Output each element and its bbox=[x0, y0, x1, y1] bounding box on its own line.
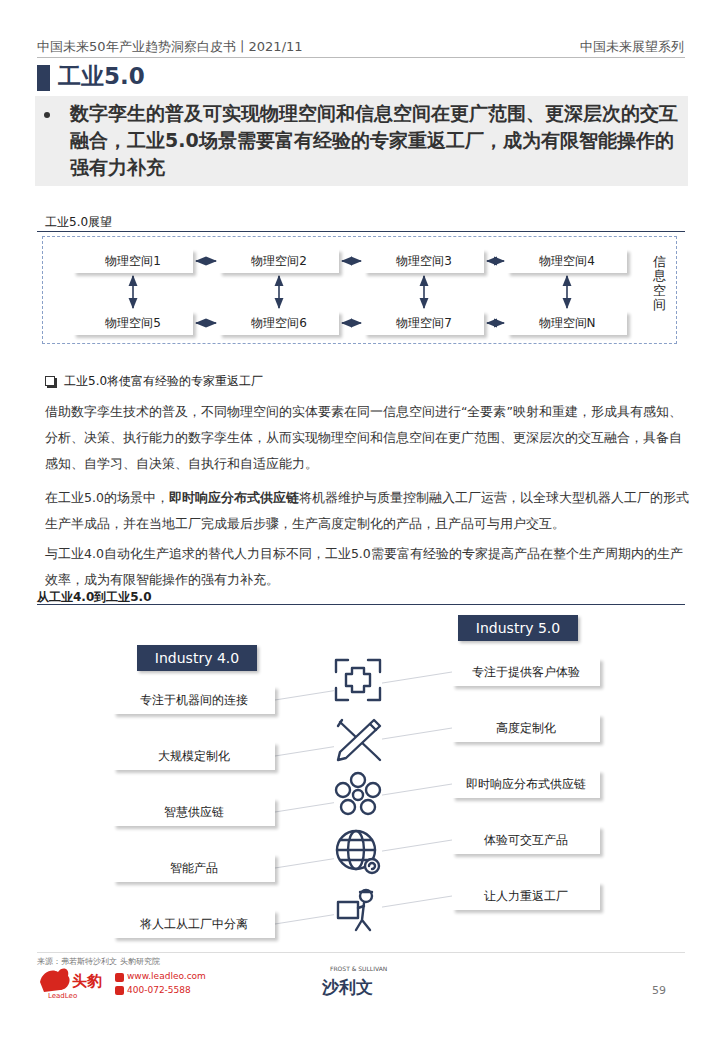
header-rule bbox=[37, 57, 685, 58]
box-text: 高度定制化 bbox=[496, 720, 556, 737]
box-text: 智能产品 bbox=[170, 860, 218, 877]
bullet-dot bbox=[42, 110, 52, 120]
logo-text: 头豹 bbox=[72, 972, 102, 991]
page-number: 59 bbox=[652, 984, 666, 997]
summary-text: 数字孪生的普及可实现物理空间和信息空间在更广范围、更深层次的交互融合，工业5.0… bbox=[70, 100, 678, 181]
box-text: 让人力重返工厂 bbox=[484, 888, 568, 905]
web-address: www.leadleo.com bbox=[127, 971, 206, 981]
brand-text: 沙利文 bbox=[322, 976, 373, 999]
header-box: Industry 5.0 bbox=[458, 615, 578, 641]
feature-box: 将人工从工厂中分离 bbox=[113, 910, 275, 938]
box-text: 专注于机器间的连接 bbox=[140, 692, 248, 709]
paragraph: 在工业5.0的场景中，即时响应分布式供应链将机器维护与质量控制融入工厂运营，以全… bbox=[45, 485, 690, 537]
footer-rule bbox=[37, 952, 685, 953]
double-arrow bbox=[487, 322, 504, 324]
feature-box: 专注于机器间的连接 bbox=[113, 686, 275, 714]
header-text: 中国未来展望系列 bbox=[580, 38, 684, 56]
feature-box: 专注于提供客户体验 bbox=[452, 658, 600, 686]
feature-box: 智能产品 bbox=[113, 854, 275, 882]
box-text: 物理空间4 bbox=[539, 253, 595, 270]
subheading: 工业5.0将使富有经验的专家重返工厂 bbox=[64, 373, 263, 390]
box-text: Industry 4.0 bbox=[155, 650, 239, 666]
section-heading: 从工业4.0到工业5.0 bbox=[37, 589, 152, 606]
page-title: 工业5.0 bbox=[58, 61, 145, 92]
source-note: 来源：弗若斯特沙利文 头豹研究院 bbox=[37, 956, 160, 967]
scan-icon bbox=[334, 657, 382, 703]
worker-icon bbox=[334, 887, 382, 933]
vertical-label: 信息空间 bbox=[653, 255, 666, 312]
checkbox-mark bbox=[45, 376, 55, 386]
double-arrow bbox=[566, 276, 568, 308]
brand-text: FROST & SULLIVAN bbox=[330, 965, 387, 972]
paragraph: 与工业4.0自动化生产追求的替代人力目标不同，工业5.0需要富有经验的专家提高产… bbox=[45, 541, 690, 593]
header-box: Industry 4.0 bbox=[137, 645, 257, 671]
double-arrow bbox=[196, 322, 216, 324]
box-text: 物理空间1 bbox=[105, 253, 161, 270]
space-box: 物理空间1 bbox=[73, 249, 193, 273]
space-box: 物理空间N bbox=[507, 311, 627, 335]
box-text: 物理空间5 bbox=[105, 315, 161, 332]
network-icon bbox=[334, 772, 382, 818]
paragraph: 借助数字孪生技术的普及，不同物理空间的实体要素在同一信息空间进行“全要素”映射和… bbox=[45, 399, 690, 477]
box-text: 物理空间N bbox=[539, 315, 596, 332]
box-text: Industry 5.0 bbox=[476, 620, 560, 636]
double-arrow bbox=[342, 322, 361, 324]
feature-box: 体验可交互产品 bbox=[452, 826, 600, 854]
box-text: 将人工从工厂中分离 bbox=[140, 916, 248, 933]
feature-box: 大规模定制化 bbox=[113, 742, 275, 770]
space-box: 物理空间5 bbox=[73, 311, 193, 335]
box-text: 物理空间3 bbox=[396, 253, 452, 270]
space-box: 物理空间3 bbox=[364, 249, 484, 273]
box-text: 物理空间6 bbox=[251, 315, 307, 332]
feature-box: 即时响应分布式供应链 bbox=[452, 770, 600, 798]
box-text: 智慧供应链 bbox=[164, 804, 224, 821]
globe-icon bbox=[334, 829, 382, 875]
phone-number: 400-072-5588 bbox=[127, 985, 191, 995]
title-bar bbox=[37, 65, 50, 91]
double-arrow bbox=[342, 260, 361, 262]
double-arrow bbox=[278, 276, 280, 308]
space-box: 物理空间7 bbox=[364, 311, 484, 335]
section-rule bbox=[37, 604, 685, 605]
section-rule bbox=[37, 231, 685, 232]
tools-icon bbox=[334, 716, 382, 762]
double-arrow bbox=[196, 260, 216, 262]
box-text: 即时响应分布式供应链 bbox=[466, 776, 586, 793]
double-arrow bbox=[132, 276, 134, 308]
space-box: 物理空间6 bbox=[219, 311, 339, 335]
double-arrow bbox=[487, 260, 504, 262]
space-box: 物理空间4 bbox=[507, 249, 627, 273]
box-text: 大规模定制化 bbox=[158, 748, 230, 765]
double-arrow bbox=[423, 276, 425, 308]
box-text: 物理空间2 bbox=[251, 253, 307, 270]
logo-mark bbox=[40, 969, 124, 995]
box-text: 专注于提供客户体验 bbox=[472, 664, 580, 681]
header-text: 中国未来50年产业趋势洞察白皮书丨2021/11 bbox=[37, 38, 303, 56]
section-heading: 工业5.0展望 bbox=[45, 214, 112, 231]
feature-box: 高度定制化 bbox=[452, 714, 600, 742]
paragraph-text: 在工业5.0的场景中， bbox=[45, 490, 169, 505]
feature-box: 智慧供应链 bbox=[113, 798, 275, 826]
feature-box: 让人力重返工厂 bbox=[452, 882, 600, 910]
info-space-frame: 信息空间 物理空间1 物理空间2 物理空间3 物理空间4 物理空间5 物理空间6 物理空间7 物… bbox=[42, 236, 677, 344]
paragraph-text: 即时响应分布式供应链 bbox=[169, 490, 299, 505]
logo-text: LeadLeo bbox=[48, 992, 77, 1000]
box-text: 物理空间7 bbox=[396, 315, 452, 332]
space-box: 物理空间2 bbox=[219, 249, 339, 273]
box-text: 体验可交互产品 bbox=[484, 832, 568, 849]
